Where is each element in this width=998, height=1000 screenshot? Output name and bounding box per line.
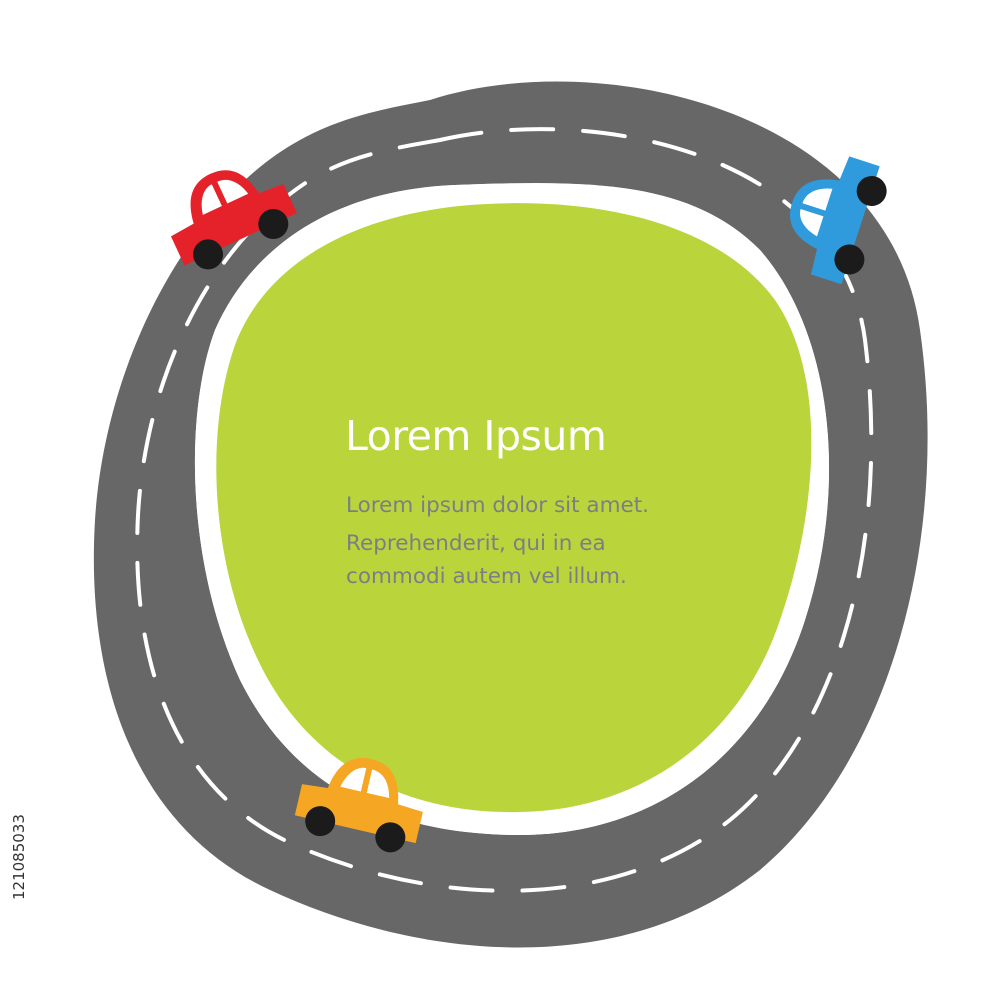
blue-car-icon [790, 156, 887, 285]
red-car-icon [170, 170, 297, 270]
body-line-1: Lorem ipsum dolor sit amet. [346, 493, 650, 518]
heading: Lorem Ipsum [345, 412, 607, 460]
orange-car-icon [294, 758, 423, 853]
green-blob [216, 203, 812, 813]
body-line-2: Reprehenderit, qui in ea [346, 531, 606, 556]
stock-id: 121085033 [10, 814, 28, 900]
body-line-3: commodi autem vel illum. [346, 564, 627, 589]
lane-marking [135, 127, 874, 893]
